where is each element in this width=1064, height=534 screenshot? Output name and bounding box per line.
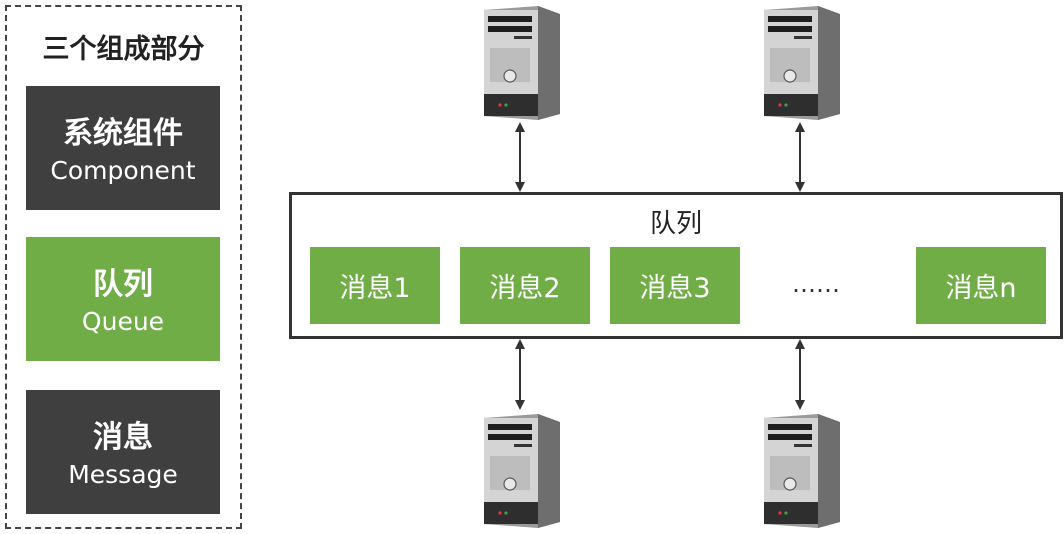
server-icon [764,414,840,528]
legend-title: 三个组成部分 [42,34,205,65]
queue-box: 队列 消息1 消息2 消息3 …… 消息n [289,192,1063,339]
legend-card-component: 系统组件 Component [26,86,220,210]
legend-card-queue-cn: 队列 [93,267,153,302]
message-block-n: 消息n [916,247,1046,324]
queue-title: 队列 [649,209,702,239]
legend-card-message-cn: 消息 [93,420,153,455]
legend-card-queue: 队列 Queue [26,237,220,361]
server-icon [484,6,560,120]
server-icon [484,414,560,528]
server-icon [764,6,840,120]
message-block-2: 消息2 [460,247,590,324]
message-block-1: 消息1 [310,247,440,324]
legend-card-component-en: Component [50,156,196,185]
message-ellipsis: …… [792,270,840,298]
legend-card-queue-en: Queue [81,307,165,336]
legend-card-message: 消息 Message [26,390,220,514]
message-block-3: 消息3 [610,247,740,324]
legend-panel: 三个组成部分 系统组件 Component 队列 Queue 消息 Messag… [5,5,242,529]
legend-card-message-en: Message [68,460,178,489]
legend-card-component-cn: 系统组件 [63,116,183,151]
